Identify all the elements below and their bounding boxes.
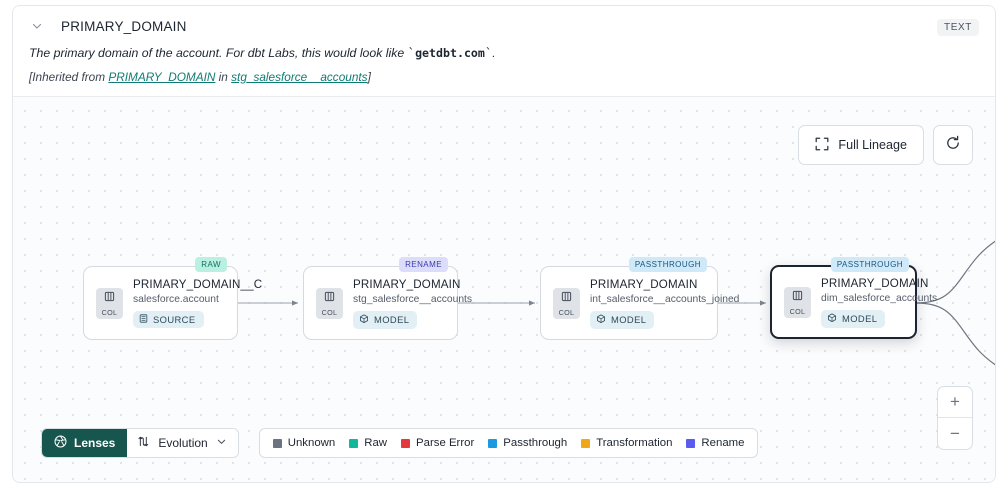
node-tag-0: RAW (195, 257, 227, 272)
lineage-node-0[interactable]: RAW COL PRIMARY_DOMAIN__C salesforce.acc… (83, 257, 263, 340)
full-lineage-button[interactable]: Full Lineage (798, 125, 924, 165)
column-badge-label: COL (101, 308, 118, 317)
legend-label: Parse Error (416, 437, 475, 449)
inherited-prefix: [Inherited from (29, 69, 109, 84)
type-badge: TEXT (937, 19, 979, 36)
legend-item-raw: Raw (349, 437, 387, 449)
expand-corners-icon (815, 137, 829, 154)
node-name: PRIMARY_DOMAIN (821, 276, 929, 290)
column-badge: COL (784, 286, 811, 318)
legend-label: Raw (364, 437, 388, 449)
legend-item-unknown: Unknown (272, 437, 336, 449)
card-header: PRIMARY_DOMAIN TEXT The primary domain o… (13, 6, 995, 94)
inherited-model-link[interactable]: stg_salesforce__accounts (231, 69, 368, 84)
node-kind-pill: SOURCE (133, 311, 204, 328)
cube-icon (359, 314, 369, 326)
legend-label: Passthrough (503, 437, 568, 449)
chevron-down-icon[interactable] (29, 18, 45, 34)
node-kind-pill: MODEL (353, 310, 418, 329)
legend-swatch (488, 438, 498, 448)
legend-label: Unknown (287, 437, 336, 449)
column-description: The primary domain of the account. For d… (29, 46, 496, 60)
lenses-button[interactable]: Lenses (42, 429, 128, 457)
node-tag-3: PASSTHROUGH (830, 257, 909, 272)
aperture-icon (54, 435, 67, 451)
lineage-node-1[interactable]: RENAME COL PRIMARY_DOMAIN stg_salesforce… (303, 257, 473, 340)
column-badge-label: COL (558, 308, 575, 317)
lineage-canvas[interactable]: Full Lineage + − RAW (13, 96, 995, 482)
legend-label: Transformation (596, 437, 673, 449)
sort-arrows-icon (137, 435, 150, 451)
column-icon (561, 289, 572, 307)
canvas-controls: Full Lineage (798, 125, 973, 165)
column-icon (104, 289, 115, 307)
lenses-segment: Lenses Evolution (41, 428, 239, 458)
column-detail-card: PRIMARY_DOMAIN TEXT The primary domain o… (12, 5, 996, 483)
node-tag-1: RENAME (399, 257, 448, 272)
cube-icon (827, 313, 837, 325)
node-subtitle: salesforce.account (133, 294, 219, 305)
zoom-out-button[interactable]: − (950, 423, 960, 443)
node-tag-2: PASSTHROUGH (628, 257, 707, 272)
node-name: PRIMARY_DOMAIN__C (133, 278, 263, 291)
legend-swatch (401, 438, 411, 448)
legend-swatch (581, 438, 591, 448)
node-subtitle: dim_salesforce_accounts (821, 292, 938, 304)
column-icon (324, 289, 335, 307)
zoom-controls: + − (937, 386, 973, 450)
database-icon (139, 314, 148, 325)
legend-swatch (686, 438, 696, 448)
legend-label: Rename (701, 437, 745, 449)
canvas-bottom-bar: Lenses Evolution (41, 428, 759, 458)
description-text: The primary domain of the account. For d… (29, 46, 408, 60)
column-badge: COL (316, 287, 343, 319)
node-kind-label: MODEL (611, 314, 647, 325)
column-badge: COL (553, 287, 580, 319)
lineage-node-2[interactable]: PASSTHROUGH COL PRIMARY_DOMAIN int_sales… (540, 257, 740, 340)
refresh-button[interactable] (933, 125, 973, 165)
legend-swatch (349, 438, 359, 448)
node-kind-pill: MODEL (821, 309, 886, 328)
chevron-down-icon (216, 436, 227, 450)
inherited-column-link[interactable]: PRIMARY_DOMAIN (108, 69, 216, 84)
lineage-node-3[interactable]: PASSTHROUGH COL PRIMARY_DOMAIN dim_sales… (770, 257, 938, 339)
node-subtitle: stg_salesforce__accounts (353, 293, 473, 305)
lineage-legend: Unknown Raw Parse Error Passthrough (258, 428, 759, 458)
node-subtitle: int_salesforce__accounts_joined (590, 293, 740, 305)
lenses-label: Lenses (74, 436, 116, 450)
description-suffix: . (492, 46, 496, 60)
node-kind-label: SOURCE (153, 314, 196, 325)
legend-item-passthrough: Passthrough (488, 437, 567, 449)
column-badge-label: COL (789, 307, 806, 316)
node-kind-label: MODEL (842, 313, 878, 324)
legend-item-rename: Rename (686, 437, 744, 449)
column-badge-label: COL (321, 308, 338, 317)
evolution-dropdown[interactable]: Evolution (127, 429, 238, 457)
column-icon (792, 288, 803, 306)
cube-icon (596, 314, 606, 326)
node-name: PRIMARY_DOMAIN (590, 277, 698, 291)
inherited-suffix: ] (367, 69, 371, 84)
legend-item-parse-error: Parse Error (401, 437, 474, 449)
column-badge: COL (96, 287, 123, 319)
node-name: PRIMARY_DOMAIN (353, 277, 461, 291)
refresh-icon (945, 135, 961, 156)
page-title: PRIMARY_DOMAIN (61, 18, 187, 34)
inherited-middle: in (215, 69, 232, 84)
zoom-in-button[interactable]: + (938, 387, 972, 418)
full-lineage-label: Full Lineage (838, 138, 907, 152)
node-kind-label: MODEL (374, 314, 410, 325)
description-code: getdbt.com (415, 46, 485, 60)
inherited-from-note: [Inherited from PRIMARY_DOMAIN in stg_sa… (29, 70, 979, 84)
node-kind-pill: MODEL (590, 310, 655, 329)
legend-swatch (272, 438, 282, 448)
evolution-label: Evolution (158, 436, 208, 450)
legend-item-transformation: Transformation (581, 437, 672, 449)
